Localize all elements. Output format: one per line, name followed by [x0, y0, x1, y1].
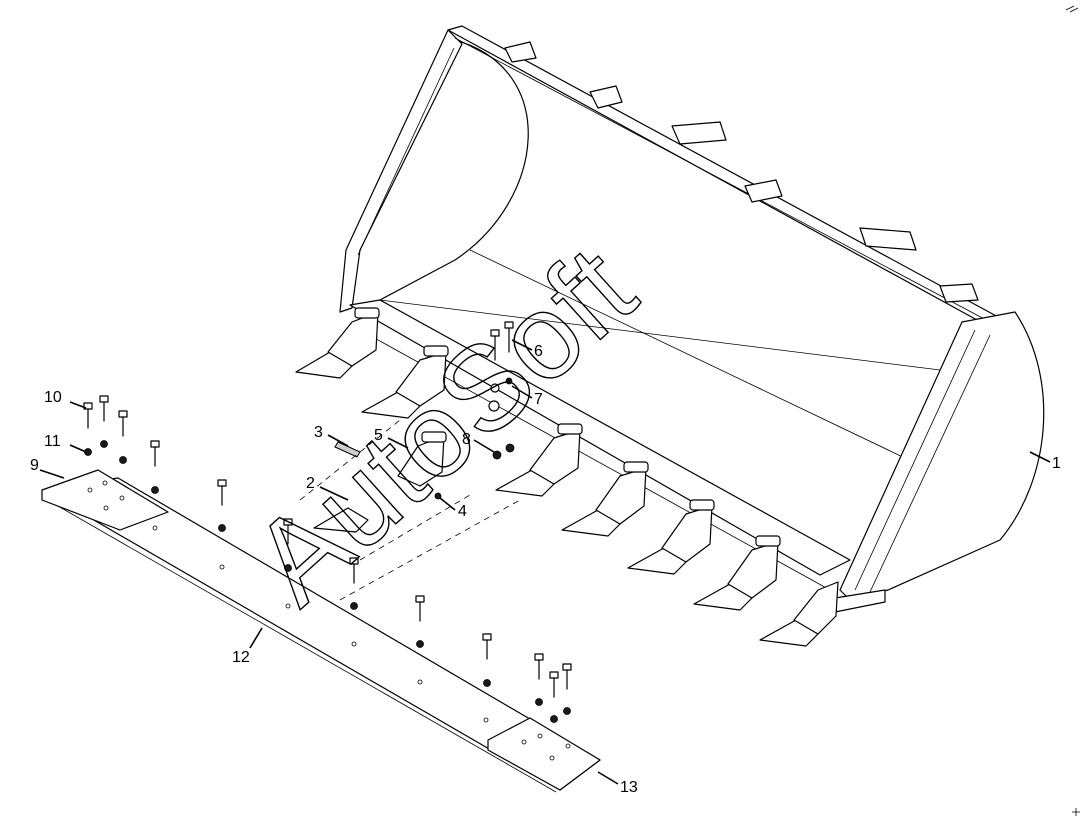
tooth-2 [361, 345, 449, 419]
callout-2: 2 [306, 475, 315, 492]
edge-holes [87, 480, 571, 761]
callout-labels: 1 2 3 4 5 6 7 8 9 10 11 12 13 [30, 343, 1061, 796]
tooth-4 [561, 461, 649, 537]
callout-8: 8 [462, 431, 471, 448]
callout-5: 5 [374, 427, 383, 444]
callout-4: 4 [458, 503, 467, 520]
edge-bolts-part-10 [83, 395, 572, 698]
corner-marks [1065, 5, 1080, 816]
callout-11: 11 [44, 433, 61, 450]
callout-13: 13 [620, 779, 638, 796]
bucket-fasteners [488, 321, 515, 460]
end-bit-right-part-13 [487, 717, 601, 791]
tooth-3 [495, 423, 583, 497]
callout-6: 6 [534, 343, 543, 360]
bucket-teeth [295, 307, 839, 647]
callout-3: 3 [314, 424, 323, 441]
callout-12: 12 [232, 649, 250, 666]
callout-1: 1 [1052, 455, 1061, 472]
callout-10: 10 [44, 389, 62, 406]
tooth-tip-part-2 [313, 507, 369, 533]
end-bit-left-part-9 [41, 469, 169, 531]
tooth-5 [627, 499, 715, 575]
bucket-body [339, 25, 1045, 613]
top-ribs [504, 41, 979, 303]
tooth-7 [759, 581, 839, 647]
adapter-part-5 [397, 435, 445, 487]
callout-9: 9 [30, 457, 39, 474]
tooth-6 [693, 535, 781, 611]
callout-leaders [39, 339, 1051, 785]
retainer-part-4 [434, 492, 442, 500]
callout-7: 7 [534, 391, 543, 408]
pin-part-3 [334, 441, 361, 458]
exploded-tooth [313, 431, 447, 533]
tooth-1 [295, 307, 380, 379]
assembly-guides [299, 419, 521, 601]
